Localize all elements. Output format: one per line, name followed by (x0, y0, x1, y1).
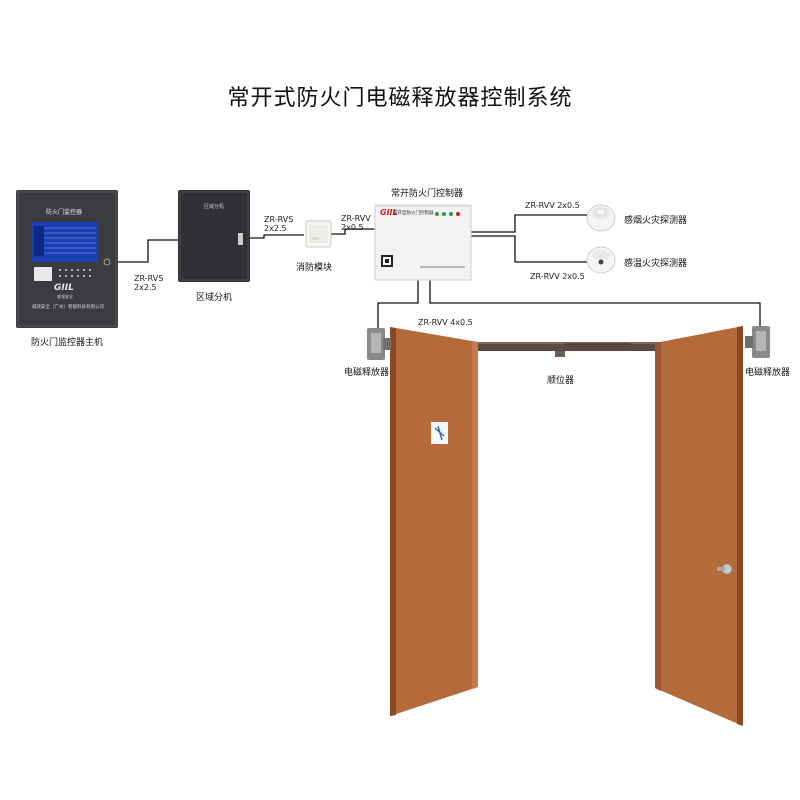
label-module: 消防模块 (296, 263, 333, 273)
label-release-left: 电磁释放器 (344, 368, 390, 378)
wire-ctrl-right-release (429, 279, 761, 328)
sequencer-bar (470, 342, 662, 357)
wire-label-ctrl-door: ZR-RVV 4x0.5 (418, 318, 473, 327)
host-company: 威领安全（广州）智能科技有限公司 (32, 305, 104, 310)
host-brand: GIIL (54, 283, 74, 293)
magnet-release-right (745, 326, 770, 358)
host-screen-title: 防火门监控器 (46, 209, 83, 216)
host-monitor (16, 190, 118, 328)
smoke-detector-icon (586, 204, 616, 232)
label-release-right: 电磁释放器 (745, 368, 791, 378)
wire-zone-module (250, 234, 304, 239)
wire-ctrl-left-release (377, 279, 419, 330)
controller-panel-text: 常开型防火门控制器 (393, 211, 434, 216)
wire-label-ctrl-smoke: ZR-RVV 2x0.5 (525, 201, 580, 210)
controller-brand: GIIL (380, 208, 398, 217)
heat-detector-icon (586, 246, 616, 274)
label-sequencer: 顺位器 (547, 376, 575, 386)
door-controller (374, 204, 472, 281)
fire-module (305, 220, 332, 248)
right-door (655, 326, 743, 726)
label-zone: 区域分机 (196, 293, 233, 303)
label-host: 防火门监控器主机 (31, 338, 104, 348)
wire-module-ctrl (330, 228, 375, 235)
host-brand-sub: 威领安全 (57, 294, 73, 299)
page-title: 常开式防火门电磁释放器控制系统 (227, 86, 573, 111)
wire-ctrl-smoke (471, 214, 588, 233)
label-controller: 常开防火门控制器 (391, 189, 464, 199)
wires (116, 214, 761, 330)
label-heat: 感温火灾探测器 (624, 259, 688, 269)
zone-box (178, 190, 250, 282)
wire-ctrl-heat (471, 235, 588, 263)
label-smoke: 感烟火灾探测器 (624, 216, 688, 226)
zone-panel-text: 区域分机 (204, 204, 225, 210)
wire-label-ctrl-heat: ZR-RVV 2x0.5 (530, 272, 585, 281)
left-door (390, 327, 478, 716)
magnet-release-left (367, 328, 391, 360)
wire-host-zone (116, 239, 178, 263)
